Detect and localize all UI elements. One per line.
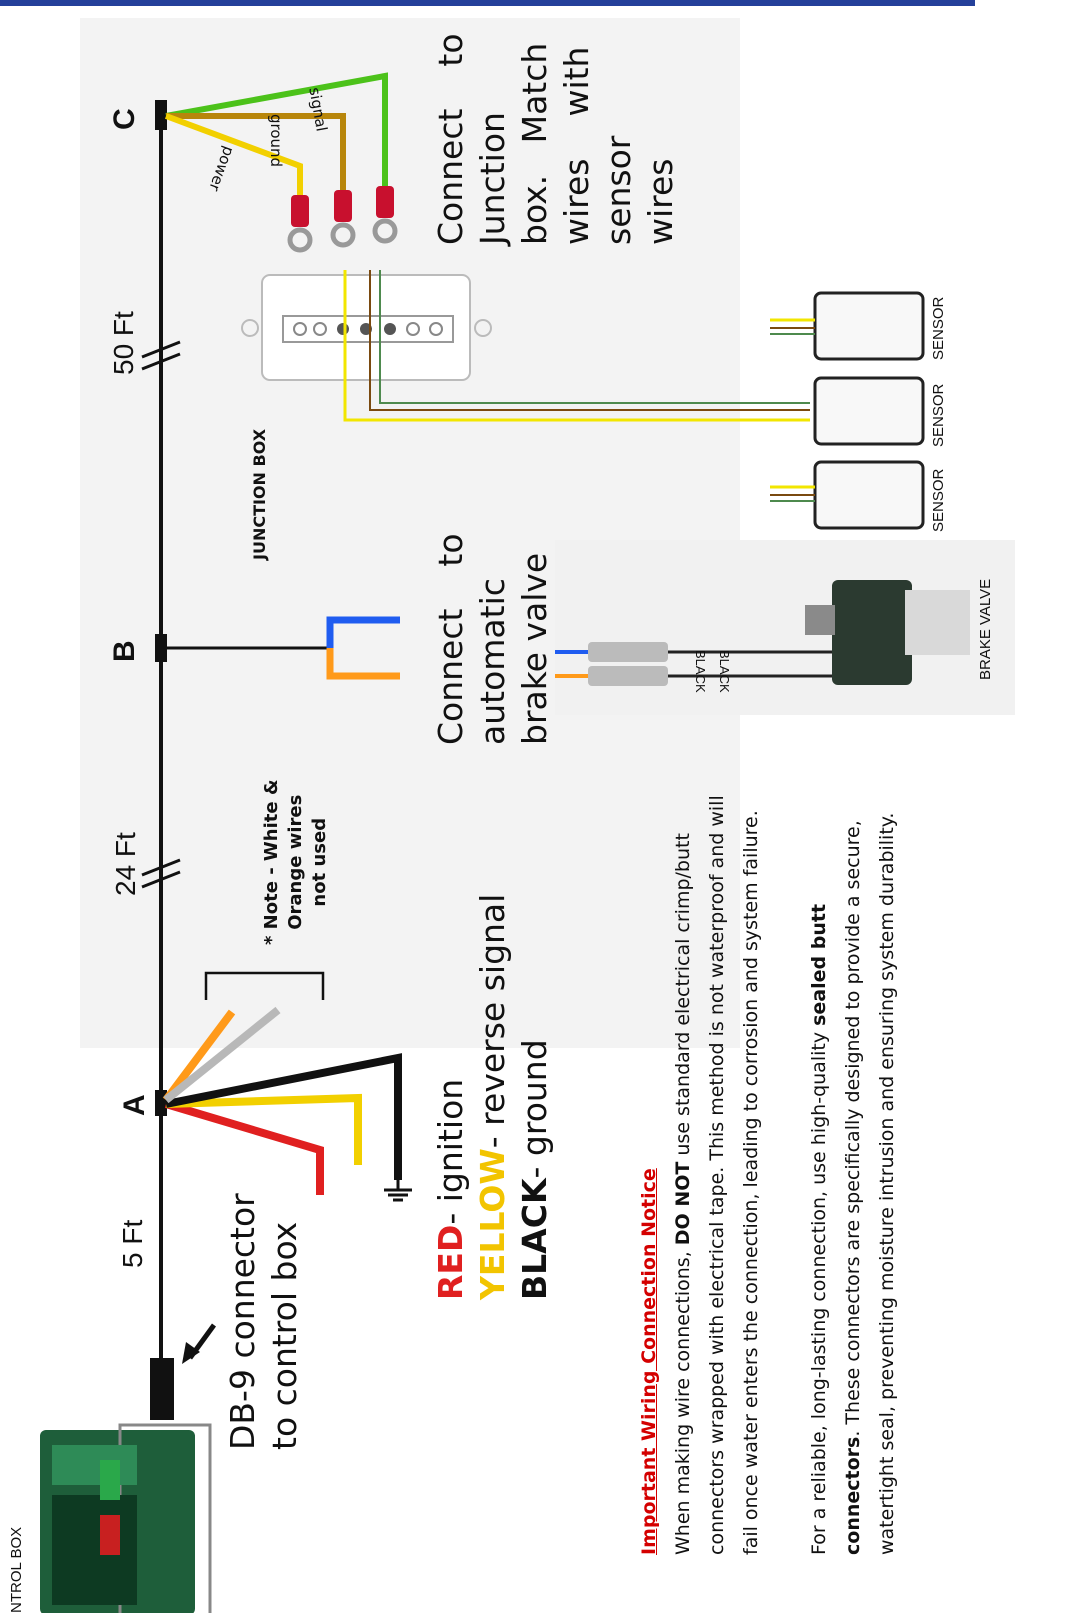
db9-label: DB-9 connector to control box (223, 1193, 304, 1450)
point-c-label: C (108, 108, 141, 130)
notice-paragraph-1: Important Wiring Connection Notice When … (638, 795, 762, 1555)
control-box-label: NTROL BOX (8, 1526, 25, 1613)
sensor-label-1: SENSOR (930, 296, 947, 360)
ground-wire-label: ground (267, 114, 285, 168)
note-label: * Note - White & Orange wires not used (261, 779, 330, 945)
green-wire (165, 72, 388, 195)
node-c (155, 100, 167, 130)
segment-5ft-label: 5 Ft (117, 1219, 148, 1268)
black-wire-label-1: BLACK (693, 650, 708, 693)
brake-valve-connectors (555, 580, 970, 686)
brake-connect-label: Connect to automatic brake valve (431, 533, 554, 745)
ground-symbol-icon (384, 1178, 412, 1202)
junction-connect-label: Connect to Junction box. Match wires wit… (431, 33, 680, 245)
junction-box-label: JUNCTION BOX (250, 428, 269, 560)
junction-box-image (241, 270, 810, 422)
notice-title: Important Wiring Connection Notice (638, 1168, 660, 1555)
wires-node-c (164, 72, 388, 200)
notice-paragraph-2: For a reliable, long-lasting connection,… (808, 812, 898, 1555)
point-b-label: B (108, 640, 141, 662)
black-wire-label-2: BLACK (717, 650, 732, 693)
break-mark-50ft (141, 340, 181, 371)
wires-node-a (162, 1006, 402, 1195)
sensor-label-3: SENSOR (930, 468, 947, 532)
blue-wire (326, 616, 400, 648)
brown-wire (166, 113, 346, 195)
yellow-wire (165, 1093, 362, 1165)
brake-valve-label: BRAKE VALVE (977, 578, 994, 680)
color-legend: RED- ignition YELLOW- reverse signal BLA… (430, 894, 556, 1300)
orange-wire (162, 1009, 236, 1103)
legend-yellow: YELLOW- reverse signal (473, 893, 512, 1300)
segment-50ft-label: 50 Ft (108, 311, 139, 375)
break-mark-24ft (141, 858, 181, 889)
node-b (155, 634, 167, 662)
orange-brake-wire (326, 648, 400, 680)
legend-black: BLACK- ground (515, 1039, 554, 1300)
sensor-2-image (813, 376, 925, 446)
segment-24ft-label: 24 Ft (110, 832, 141, 896)
arrow-icon (182, 1323, 217, 1364)
yellow-c-wire (164, 113, 303, 200)
white-wire (163, 1006, 281, 1104)
ring-terminals (287, 186, 398, 253)
sensor-1-image (770, 291, 925, 361)
point-a-label: A (118, 1094, 151, 1116)
black-wire (165, 1053, 402, 1180)
control-box-image (40, 1423, 212, 1613)
sensor-3-image (770, 460, 925, 530)
sensor-label-2: SENSOR (930, 383, 947, 447)
note-bracket (204, 971, 325, 1000)
red-wire (164, 1100, 324, 1195)
wiring-notice: Important Wiring Connection Notice When … (632, 795, 904, 1555)
top-accent-bar (0, 0, 975, 6)
db9-connector (150, 1358, 174, 1420)
node-a (155, 1090, 167, 1116)
legend-red: RED- ignition (431, 1078, 470, 1300)
diagram-background (80, 18, 740, 1048)
